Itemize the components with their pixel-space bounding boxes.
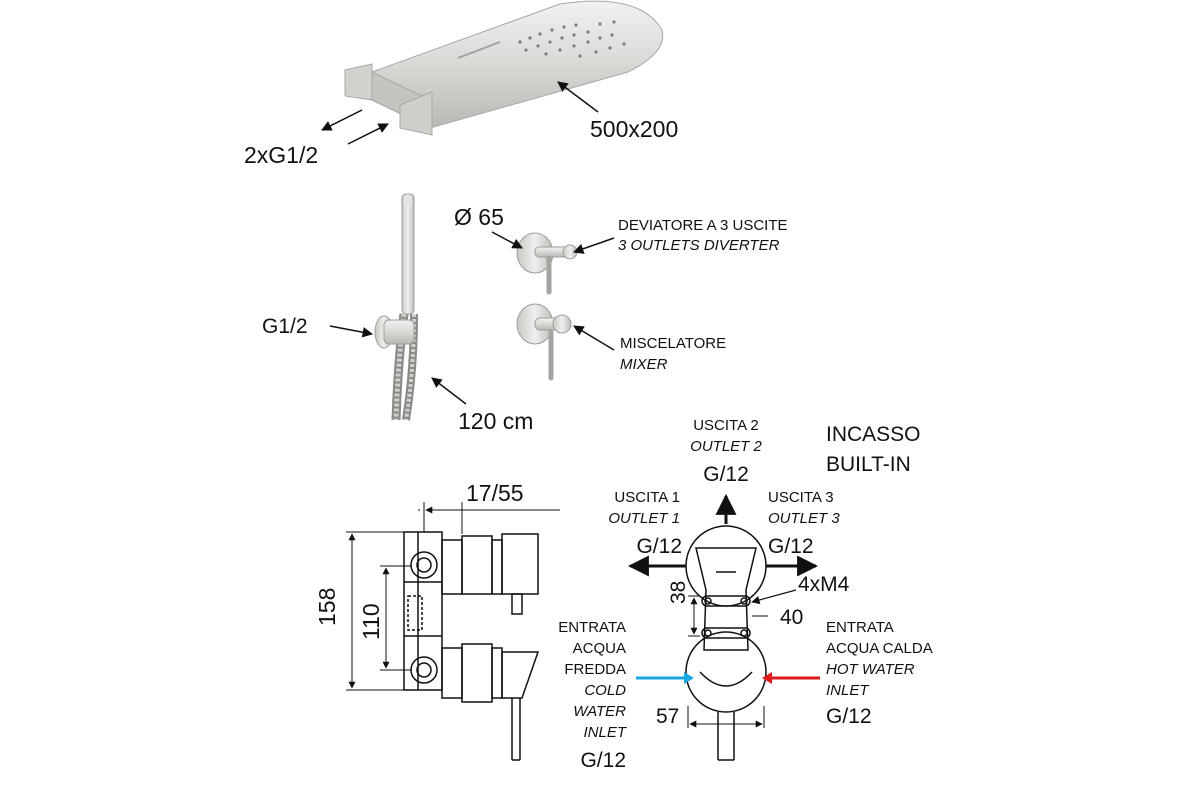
overhead-inlets-label: 2xG1/2 xyxy=(244,142,319,168)
outlet2-thread: G/12 xyxy=(703,463,749,486)
cold-inlet-thread: G/12 xyxy=(580,749,626,772)
cold-inlet-arrowhead xyxy=(684,672,694,684)
g12-arrow xyxy=(329,325,374,338)
nozzle-dots xyxy=(518,20,626,58)
diverter-valve xyxy=(516,232,578,295)
hot-inlet-arrowhead xyxy=(762,672,772,684)
overhead-shower xyxy=(344,0,664,136)
hot-inlet-it-1: ENTRATA xyxy=(826,619,894,636)
depth-label: 17/55 xyxy=(466,480,524,506)
cold-inlet-it-2: ACQUA xyxy=(572,640,626,657)
outlet1-it: USCITA 1 xyxy=(614,489,680,506)
outlet1-en: OUTLET 1 xyxy=(608,510,680,527)
screws-arrow xyxy=(751,589,797,605)
diverter-name-it: DEVIATORE A 3 USCITE xyxy=(618,217,788,234)
cold-inlet-en-2: WATER xyxy=(573,703,626,720)
cold-inlet-en-1: COLD xyxy=(584,682,626,699)
width-57-label: 57 xyxy=(656,705,680,728)
hand-shower-connection-label: G1/2 xyxy=(262,315,308,338)
hot-inlet-en-2: INLET xyxy=(826,682,869,699)
cold-inlet-it-1: ENTRATA xyxy=(558,619,626,636)
hot-inlet-thread: G/12 xyxy=(826,705,872,728)
mixer-valve xyxy=(516,303,572,381)
side-view-drawing xyxy=(346,502,560,761)
diverter-name-en: 3 OUTLETS DIVERTER xyxy=(618,237,780,254)
hand-shower xyxy=(374,193,418,421)
diverter-diameter-label: Ø 65 xyxy=(454,204,504,230)
inlet-arrow-2 xyxy=(347,123,389,145)
height-outer-label: 158 xyxy=(314,587,340,626)
hot-inlet-it-2: ACQUA CALDA xyxy=(826,640,933,657)
hose-length-label: 120 cm xyxy=(458,408,534,434)
overhead-size-label: 500x200 xyxy=(590,116,679,142)
cold-inlet-en-3: INLET xyxy=(583,724,626,741)
cold-inlet-it-3: FREDDA xyxy=(564,661,626,678)
size-arrow xyxy=(557,81,599,113)
height-inner-label: 110 xyxy=(358,603,384,640)
screws-label: 4xM4 xyxy=(798,573,850,596)
outlet3-thread: G/12 xyxy=(768,535,814,558)
inlet-arrow-1 xyxy=(321,109,363,131)
diameter-arrow xyxy=(491,231,523,249)
spacing-38-label: 38 xyxy=(667,580,690,604)
mixer-name-en: MIXER xyxy=(620,356,668,373)
built-in-title-en: BUILT-IN xyxy=(826,453,911,476)
hot-inlet-en-1: HOT WATER xyxy=(826,661,915,678)
mixer-arrow xyxy=(573,325,615,351)
outlet3-it: USCITA 3 xyxy=(768,489,834,506)
hose-arrow xyxy=(431,377,467,405)
outlet2-en: OUTLET 2 xyxy=(690,438,762,455)
outlet3-en: OUTLET 3 xyxy=(768,510,840,527)
outlet1-thread: G/12 xyxy=(636,535,682,558)
outlet2-it: USCITA 2 xyxy=(693,417,759,434)
diverter-arrow xyxy=(573,237,615,254)
spacing-40-label: 40 xyxy=(780,606,804,629)
front-view-drawing xyxy=(685,525,768,761)
built-in-title-it: INCASSO xyxy=(826,423,921,446)
mixer-name-it: MISCELATORE xyxy=(620,335,727,352)
